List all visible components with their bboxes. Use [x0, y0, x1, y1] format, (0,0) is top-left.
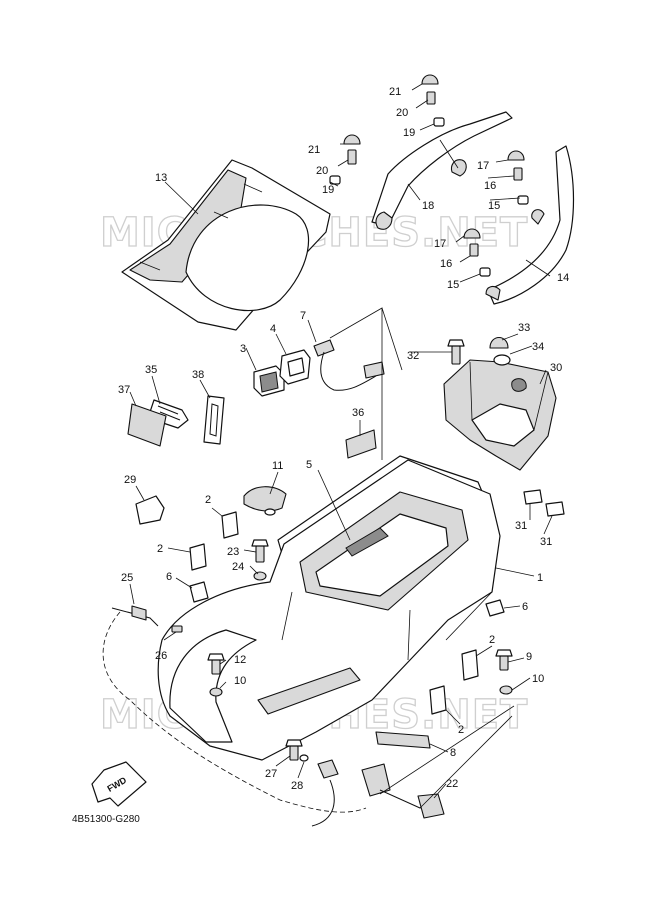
- diagram-code: 4B51300-G280: [72, 814, 140, 825]
- callout-18: 18: [422, 200, 434, 212]
- callout-17: 17: [434, 238, 446, 250]
- rail-fasteners: [329, 74, 529, 277]
- callout-38: 38: [192, 369, 204, 381]
- part-30-rear-bracket: [443, 359, 557, 471]
- callout-37: 37: [118, 384, 130, 396]
- callout-26: 26: [155, 650, 167, 662]
- callout-1: 1: [537, 572, 543, 584]
- callout-3: 3: [240, 343, 246, 355]
- callout-32: 32: [407, 350, 419, 362]
- callout-14: 14: [557, 272, 569, 284]
- callout-20: 20: [316, 165, 328, 177]
- callout-30: 30: [550, 362, 562, 374]
- callout-34: 34: [532, 341, 544, 353]
- callouts: 1 2 2 2 2 3 4 5 6 6 7 8 9 10 10 11 12 13…: [118, 86, 569, 792]
- callout-19: 19: [403, 127, 415, 139]
- callout-20: 20: [396, 107, 408, 119]
- callout-2: 2: [458, 724, 464, 736]
- callout-2: 2: [157, 543, 163, 555]
- fwd-arrow: FWD: [91, 761, 147, 807]
- callout-33: 33: [518, 322, 530, 334]
- callout-17: 17: [477, 160, 489, 172]
- callout-6: 6: [166, 571, 172, 583]
- callout-16: 16: [484, 180, 496, 192]
- callout-5: 5: [306, 459, 312, 471]
- callout-24: 24: [232, 561, 244, 573]
- callout-15: 15: [488, 200, 500, 212]
- leader-lines: [129, 83, 553, 809]
- part-14-grab-rail: [485, 145, 575, 305]
- callout-9: 9: [526, 651, 532, 663]
- callout-10: 10: [532, 673, 544, 685]
- callout-31: 31: [515, 520, 527, 532]
- callout-29: 29: [124, 474, 136, 486]
- callout-23: 23: [227, 546, 239, 558]
- callout-2: 2: [205, 494, 211, 506]
- part-1-storage-body: [157, 459, 501, 761]
- callout-28: 28: [291, 780, 303, 792]
- small-parts: [102, 339, 513, 827]
- callout-36: 36: [352, 407, 364, 419]
- callout-27: 27: [265, 768, 277, 780]
- callout-2: 2: [489, 634, 495, 646]
- bracket-fasteners: [447, 336, 565, 517]
- callout-35: 35: [145, 364, 157, 376]
- callout-8: 8: [450, 747, 456, 759]
- callout-22: 22: [446, 778, 458, 790]
- part-13-lid-panel: [121, 159, 331, 331]
- callout-6: 6: [522, 601, 528, 613]
- callout-10: 10: [234, 675, 246, 687]
- callout-21: 21: [389, 86, 401, 98]
- callout-16: 16: [440, 258, 452, 270]
- part-18-grab-rail: [371, 111, 513, 230]
- callout-21: 21: [308, 144, 320, 156]
- callout-31: 31: [540, 536, 552, 548]
- callout-7: 7: [300, 310, 306, 322]
- callout-25: 25: [121, 572, 133, 584]
- callout-4: 4: [270, 323, 276, 335]
- callout-13: 13: [155, 172, 167, 184]
- callout-15: 15: [447, 279, 459, 291]
- callout-19: 19: [322, 184, 334, 196]
- callout-12: 12: [234, 654, 246, 666]
- callout-11: 11: [272, 460, 283, 472]
